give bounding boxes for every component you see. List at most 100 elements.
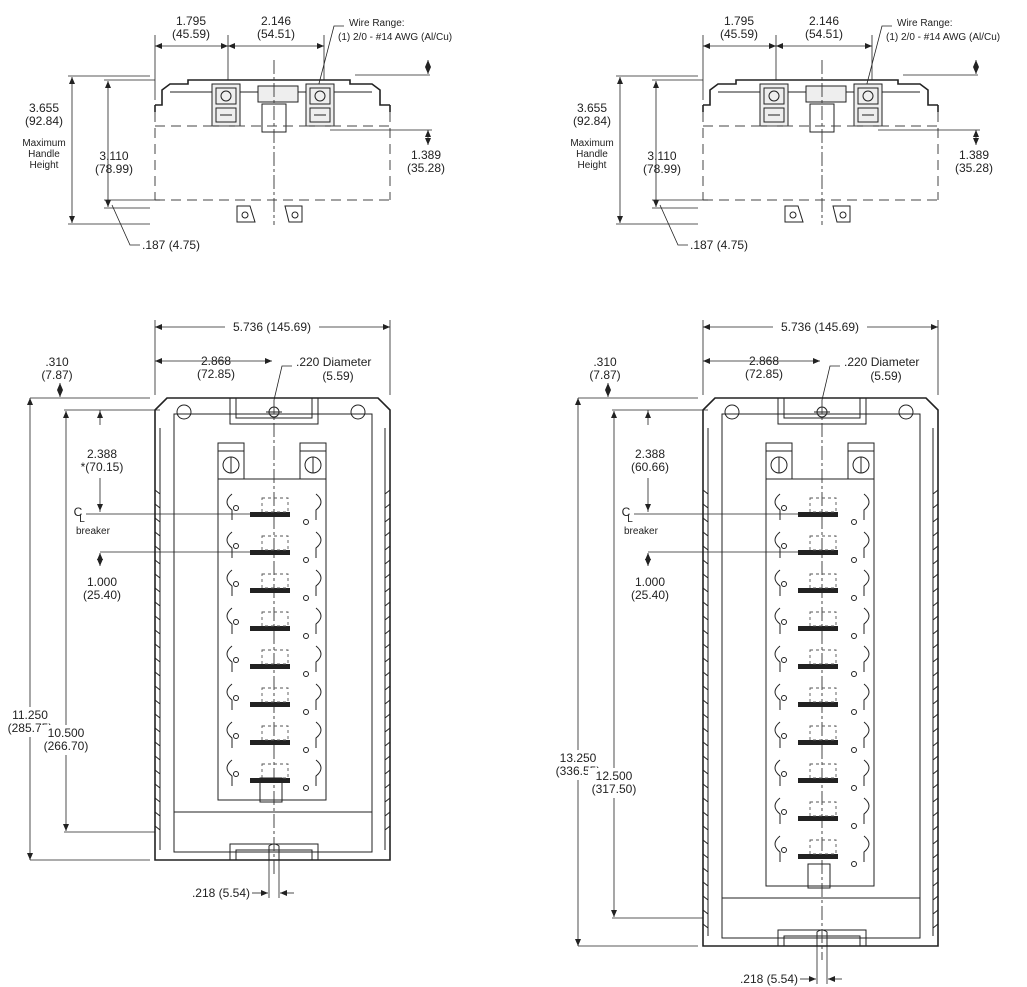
rail-tooth [932, 755, 939, 761]
dim-1389 [425, 130, 431, 145]
rivet [303, 633, 309, 639]
handle-label-3: Height [30, 160, 59, 171]
rail-tooth [932, 517, 939, 523]
rivet [233, 581, 239, 587]
bus-finger [774, 531, 781, 558]
leader-line [315, 25, 344, 96]
breaker-connector [226, 531, 322, 563]
breaker-connector [774, 607, 870, 639]
rail-tooth [932, 923, 939, 929]
stab-outline [809, 611, 837, 627]
breaker-label: breaker [76, 526, 111, 537]
stab [250, 588, 290, 593]
edge-offset-mm: (7.87) [41, 368, 72, 382]
half-width-mm: (72.85) [745, 367, 783, 381]
bus-finger [863, 759, 870, 786]
bus-finger [226, 607, 233, 634]
rail-tooth [154, 643, 161, 649]
lug-right [853, 83, 883, 127]
rail-tooth [932, 671, 939, 677]
edge-offset-mm: (7.87) [589, 368, 620, 382]
arrowhead [57, 383, 63, 390]
main-lug-left [217, 442, 245, 480]
rail-tooth [702, 825, 709, 831]
rail-tooth [702, 643, 709, 649]
breaker-connector [226, 645, 322, 677]
stab [250, 512, 290, 517]
bus-finger [774, 569, 781, 596]
rail-tooth [154, 699, 161, 705]
label-mask [588, 768, 640, 798]
stab-outline [809, 839, 837, 855]
lug-screw [220, 90, 232, 102]
stab [798, 778, 838, 783]
arrowhead [425, 67, 431, 74]
arrowhead [645, 553, 651, 560]
dim-b-inch: 2.146 [809, 14, 839, 28]
stab [798, 626, 838, 631]
rail-tooth [154, 489, 161, 495]
side-rail-right [932, 428, 939, 936]
rail-tooth [702, 741, 709, 747]
height-inner-mm: (266.70) [44, 739, 89, 753]
arrowhead [813, 358, 820, 364]
rail-tooth [154, 545, 161, 551]
arrowhead [865, 43, 872, 49]
rivet [233, 619, 239, 625]
breaker-connector [226, 607, 322, 639]
dim-a-mm: (45.59) [172, 27, 210, 41]
enclosure-outline [154, 397, 391, 861]
bus-finger [863, 797, 870, 824]
height-inner-inch: 10.500 [48, 726, 85, 740]
rivet [303, 519, 309, 525]
arrowhead [27, 398, 33, 405]
arrowhead [645, 504, 651, 511]
dim-height-total [27, 398, 33, 860]
center-block [805, 85, 847, 103]
rail-tooth [932, 545, 939, 551]
bottom-offset: .187 (4.75) [142, 238, 200, 252]
rail-tooth [702, 587, 709, 593]
arrowhead [228, 43, 235, 49]
rail-tooth [932, 699, 939, 705]
rivet [851, 595, 857, 601]
breaker-connector [774, 759, 870, 791]
stab-outline [261, 725, 289, 741]
arrowhead [611, 910, 617, 917]
edge-offset-inch: .310 [593, 355, 617, 369]
rail-tooth [384, 797, 391, 803]
leader-line [273, 365, 292, 401]
rail-tooth [702, 881, 709, 887]
bus-finger [315, 493, 322, 520]
rail-tooth [702, 531, 709, 537]
rail-tooth [932, 867, 939, 873]
main-lug-right [299, 442, 327, 480]
rail-tooth [154, 517, 161, 523]
half-width-inch: 2.868 [749, 354, 779, 368]
arrowhead [155, 43, 162, 49]
dim-a-inch: 1.795 [724, 14, 754, 28]
dim-2146 [228, 43, 324, 49]
pitch-inch: 1.000 [87, 575, 117, 589]
rivet [851, 709, 857, 715]
wire-range-title: Wire Range: [349, 18, 405, 29]
arrowhead [155, 358, 162, 364]
first-breaker-mm: (60.66) [631, 460, 669, 474]
bus-finger [863, 683, 870, 710]
lug-cap [217, 442, 245, 452]
rivet [851, 633, 857, 639]
rail-tooth [154, 531, 161, 537]
arrowhead [221, 43, 228, 49]
rail-tooth [154, 559, 161, 565]
bus-finger [774, 759, 781, 786]
dim-pitch-arrow [97, 553, 103, 566]
arrowhead [63, 824, 69, 831]
arrowhead [931, 324, 938, 330]
rivet [303, 595, 309, 601]
rivet [781, 847, 787, 853]
lug-screw [314, 90, 326, 102]
handle-hole [839, 211, 847, 219]
rivet [303, 747, 309, 753]
enclosure [154, 397, 391, 874]
handle-tab-right [284, 205, 303, 223]
